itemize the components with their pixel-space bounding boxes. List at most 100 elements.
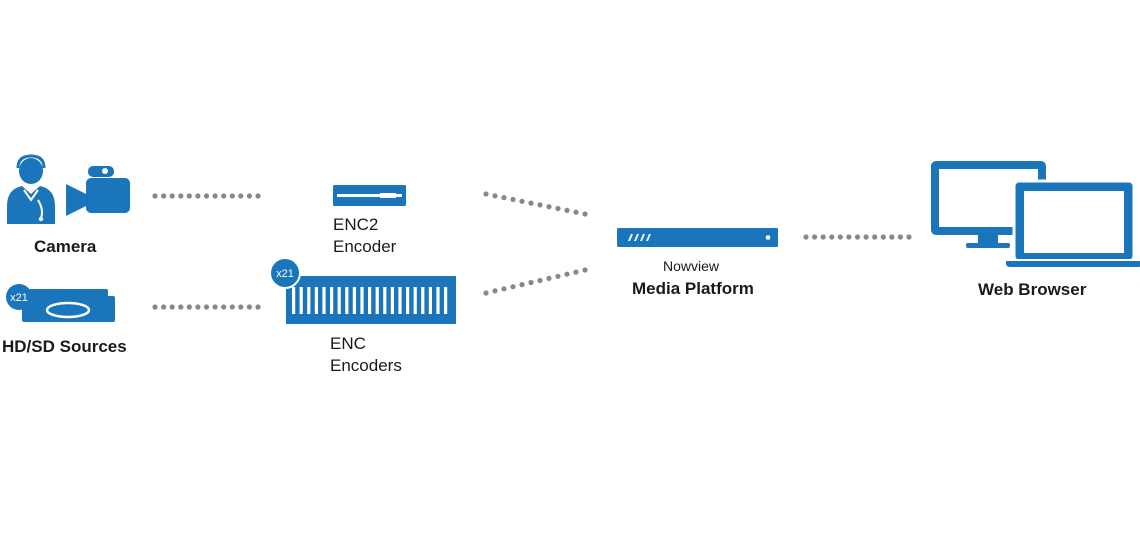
connector-dot: [152, 304, 158, 310]
encoder-slot: [383, 287, 387, 314]
connector-dot: [169, 193, 175, 199]
person-icon: [7, 154, 55, 224]
enc2-label-line1: ENC2: [333, 215, 379, 234]
connector-dot: [803, 234, 809, 240]
connector-dot: [880, 234, 886, 240]
connector-dot: [152, 193, 158, 199]
connector-dot: [555, 205, 561, 212]
encoder-slot: [299, 287, 303, 314]
connector-dot: [528, 200, 534, 206]
connector-dot: [186, 304, 192, 310]
connector-dot: [820, 234, 826, 240]
connector-sources-to-enc: [152, 304, 261, 310]
encoder-slot: [345, 287, 349, 314]
connector-dot: [195, 193, 201, 199]
connector-enc2-to-platform: [483, 191, 588, 217]
connector-camera-to-enc2: [152, 193, 261, 199]
connector-dot: [501, 195, 507, 201]
connector-dot: [178, 304, 184, 310]
sources-count-badge-text: x21: [10, 292, 28, 304]
enc2-label-line2: Encoder: [333, 237, 397, 256]
enc-label-line1: ENC: [330, 334, 366, 353]
connector-dot: [221, 193, 227, 199]
connector-dot: [203, 304, 210, 310]
connector-dot: [255, 304, 261, 310]
connector-dot: [229, 193, 235, 199]
connector-dot: [238, 304, 244, 310]
encoder-slot: [390, 287, 394, 314]
encoder-slot: [413, 287, 417, 314]
connector-dot: [246, 193, 252, 199]
encoder-slot: [398, 287, 402, 314]
sources-count-badge: x21: [6, 284, 32, 310]
connector-dot: [829, 234, 835, 240]
encoder-slot: [436, 287, 440, 314]
rack-server-icon: [617, 228, 778, 247]
connector-dot: [546, 204, 552, 210]
connector-dot: [897, 234, 904, 240]
connector-dot: [846, 234, 852, 240]
connector-platform-to-browser: [803, 234, 912, 240]
connector-dot: [212, 304, 218, 310]
platform-label-line1: Nowview: [663, 258, 720, 274]
connector-dot: [564, 207, 570, 213]
encoder-slot: [314, 287, 318, 314]
enc-count-badge-text: x21: [276, 268, 294, 280]
encoder-slot: [428, 287, 432, 314]
encoder-slot: [330, 287, 334, 314]
laptop-icon: [1004, 179, 1140, 269]
encoder-slot: [421, 287, 425, 314]
connector-dot: [203, 193, 210, 199]
connector-dot: [492, 288, 498, 294]
connector-dot: [483, 191, 489, 197]
connector-dot: [229, 304, 235, 310]
sources-label: HD/SD Sources: [2, 337, 127, 356]
connector-enc-to-platform: [483, 267, 588, 296]
connector-dot: [528, 279, 534, 286]
connector-dot: [582, 211, 588, 217]
enc-label-line2: Encoders: [330, 356, 402, 375]
connector-dot: [483, 290, 489, 296]
encoder-slot: [307, 287, 311, 314]
encoder-slot: [352, 287, 356, 314]
connector-dot: [221, 304, 227, 310]
connector-dot: [537, 277, 543, 284]
connector-dot: [854, 234, 861, 240]
connector-dot: [537, 202, 543, 208]
connector-dot: [573, 269, 579, 275]
connector-dot: [582, 267, 588, 273]
connector-dot: [212, 193, 218, 199]
connector-dot: [837, 234, 843, 240]
connector-dot: [564, 271, 570, 277]
connector-dot: [863, 234, 869, 240]
camera-label: Camera: [34, 237, 97, 256]
connector-dot: [812, 234, 818, 240]
connector-dot: [492, 193, 498, 199]
connector-dot: [519, 198, 525, 204]
encoder-slot: [360, 287, 364, 314]
connector-dot: [519, 282, 525, 288]
connector-dot: [510, 196, 516, 203]
connector-dot: [186, 193, 192, 199]
connector-dot: [178, 193, 184, 199]
connector-dot: [161, 193, 167, 199]
connector-dot: [501, 286, 507, 292]
browser-label: Web Browser: [978, 280, 1087, 299]
connector-dot: [510, 284, 516, 290]
encoder-slot: [375, 287, 379, 314]
encoder-rack-icon: [286, 276, 456, 324]
connector-dot: [238, 193, 244, 199]
connector-dot: [555, 273, 561, 279]
encoder-slot: [292, 287, 296, 314]
connector-dot: [546, 275, 552, 281]
connector-dot: [906, 234, 912, 240]
encoder-slot: [406, 287, 410, 314]
encoder-slot: [368, 287, 372, 314]
encoder-slot: [337, 287, 341, 314]
connector-dot: [872, 234, 878, 240]
encoder-slot: [444, 287, 448, 314]
video-camera-icon: [66, 166, 130, 216]
connector-dot: [255, 193, 261, 199]
single-encoder-icon: [333, 185, 406, 206]
